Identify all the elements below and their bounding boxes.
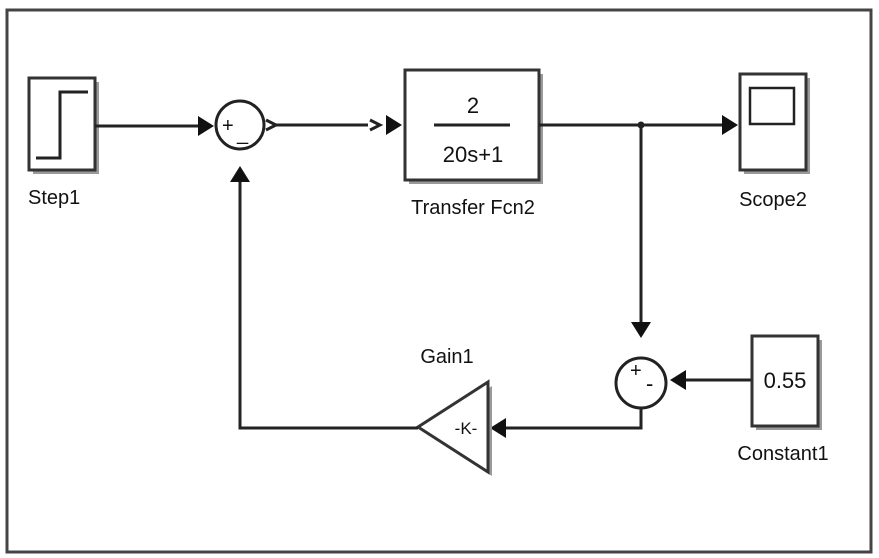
- transfer-fcn-block[interactable]: 2 20s+1: [403, 68, 543, 184]
- gain-value: -K-: [455, 419, 478, 438]
- sum1-circle: [214, 99, 266, 151]
- step-block[interactable]: [27, 76, 99, 174]
- sum2-block[interactable]: + -: [614, 356, 668, 410]
- wire-sum2-to-gain: [506, 408, 643, 430]
- sum1-block[interactable]: + _: [214, 99, 266, 151]
- gain-block[interactable]: -K-: [415, 379, 492, 476]
- arrow-into-sum2-top: [631, 322, 651, 338]
- scope-screen-icon: [748, 86, 796, 126]
- tf-denominator: 20s+1: [443, 142, 504, 167]
- scope-block[interactable]: [738, 72, 810, 174]
- wire-gain-to-sum1: [238, 182, 418, 430]
- sum2-plus-sign: +: [630, 360, 642, 382]
- arrow-into-scope: [722, 115, 738, 135]
- tf-input-port: [369, 118, 384, 132]
- step-label: Step1: [28, 187, 80, 209]
- gain-label: Gain1: [420, 346, 473, 368]
- tf-block-body: [403, 68, 541, 182]
- arrow-into-tf: [386, 115, 402, 135]
- sum1-plus-sign: +: [222, 115, 234, 137]
- arrow-into-sum1-bottom: [230, 166, 250, 182]
- constant-block-body: [750, 334, 820, 428]
- constant-value: 0.55: [764, 368, 807, 393]
- scope-label: Scope2: [739, 189, 807, 211]
- sum1-output-port: [265, 118, 280, 132]
- constant-block[interactable]: 0.55: [750, 334, 822, 430]
- tf-label: Transfer Fcn2: [411, 197, 535, 219]
- arrow-into-gain: [490, 418, 506, 438]
- arrow-into-sum1: [198, 116, 214, 136]
- diagram-frame: [5, 8, 873, 554]
- sum1-minus-sign: _: [236, 123, 249, 145]
- gain-block-body: [415, 379, 490, 475]
- step-icon: [36, 90, 88, 160]
- tf-numerator: 2: [467, 93, 479, 118]
- arrow-into-sum2-right: [670, 370, 686, 390]
- constant-label: Constant1: [737, 443, 828, 465]
- sum2-minus-sign: -: [646, 371, 653, 396]
